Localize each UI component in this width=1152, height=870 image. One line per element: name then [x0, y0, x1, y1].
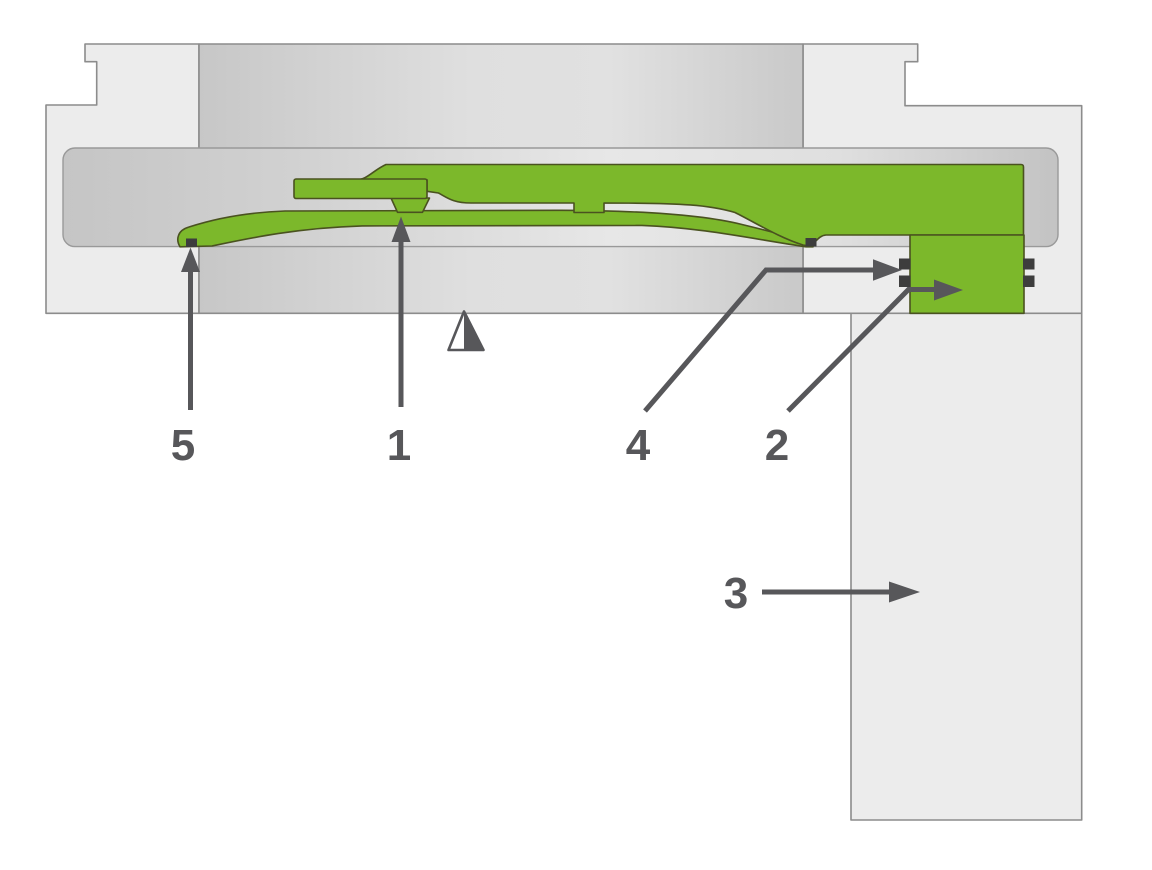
seal-insert-arm-left [186, 238, 197, 247]
callout-arrows [181, 216, 963, 603]
seal-insert-block-right-upper [1023, 258, 1035, 270]
callout-label-1: 1 [387, 421, 411, 470]
callout-label-5: 5 [171, 421, 195, 470]
seal-mechanism [176, 163, 1025, 315]
seal-foot [390, 197, 431, 214]
seal-spring-arm [176, 209, 814, 248]
callout-4-arrow-line [643, 267, 874, 413]
seal-inserts [186, 238, 1035, 287]
seal-insert-block-left-upper [899, 258, 911, 270]
seal-insert-arm-right [805, 238, 817, 247]
callout-5-arrowhead [181, 247, 200, 272]
callout-3-arrowhead [889, 581, 920, 603]
callout-label-3: 3 [724, 569, 748, 618]
seal-end-block [909, 234, 1025, 315]
callout-4-arrowhead [873, 259, 902, 281]
callout-label-4: 4 [626, 421, 651, 470]
surface-finish-triangle-icon [447, 310, 485, 352]
callout-label-2: 2 [765, 421, 789, 470]
callout-labels: 5 1 4 2 3 [171, 421, 789, 618]
seal-insert-block-left-lower [899, 275, 911, 287]
callout-2-arrow-line [786, 287, 936, 413]
callout-1-arrowhead [391, 216, 411, 242]
seal-upper-plate [293, 178, 428, 200]
seal-insert-block-right-lower [1023, 275, 1035, 287]
mounting-bar [850, 312, 1083, 821]
seal-main-body [356, 163, 1025, 247]
callout-2-arrowhead [934, 279, 963, 301]
